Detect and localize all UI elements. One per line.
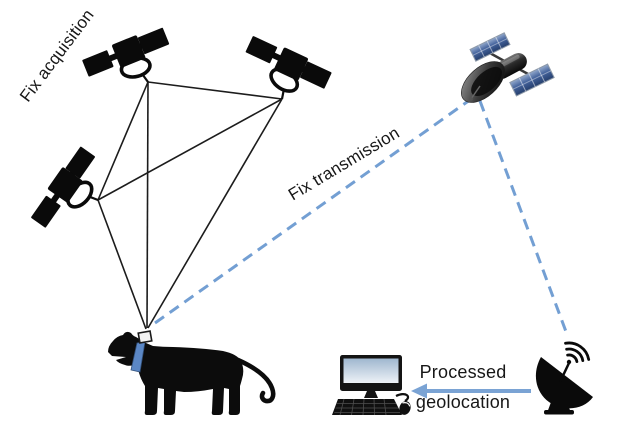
gps-satellite-2-icon <box>232 31 335 116</box>
processed-geolocation-label-line1: Processed <box>419 362 507 382</box>
tiger-tail <box>235 357 276 404</box>
processed-geolocation-label-line2: geolocation <box>415 392 511 412</box>
communication-satellite-icon <box>461 32 555 103</box>
gps-satellite-3-icon <box>26 142 120 246</box>
mouse <box>399 401 411 415</box>
signal-waves-icon <box>564 341 591 363</box>
processed-geolocation-arrow <box>411 383 531 399</box>
gps-fix-links <box>97 81 283 330</box>
gps-satellite-1-icon <box>79 22 182 104</box>
fix-transmission-link <box>154 95 475 325</box>
tiger-body <box>108 331 244 415</box>
gps-collar-transmitter <box>137 330 153 344</box>
tiger-icon <box>108 330 276 415</box>
ground-station-antenna-icon <box>535 341 593 415</box>
downlink-to-ground-station <box>478 100 570 338</box>
computer-icon <box>332 355 411 416</box>
